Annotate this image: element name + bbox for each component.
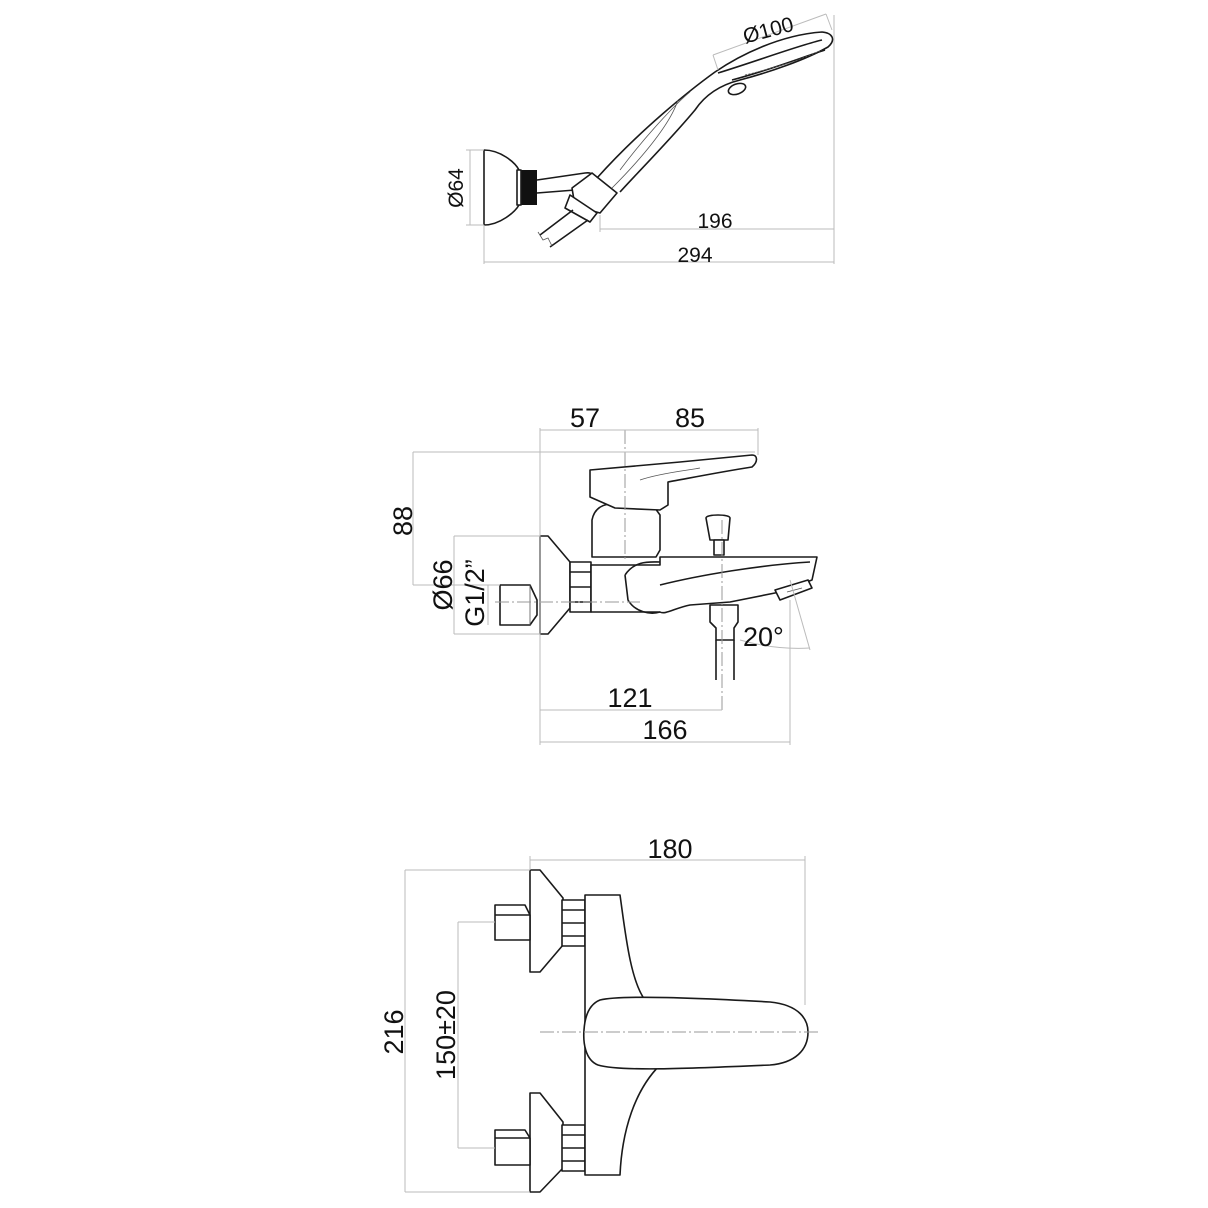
shower-hose [539,209,589,248]
diverter-knob [705,514,731,541]
thread-label: G1/2” [460,559,490,627]
hose [715,640,735,680]
handle-length-label: 196 [697,210,732,233]
flange-diameter-label: Ø64 [445,168,468,208]
inlet-centers-label: 150±20 [431,990,461,1080]
inlet-connector [499,584,538,626]
mixer-front-view: 180 216 150±20 [379,834,818,1193]
cartridge-column [591,503,661,558]
flange-diameter-label: Ø66 [428,559,458,610]
upper-hex-nut [561,899,586,947]
upper-wall-flange [529,869,564,973]
spout-angle-label: 20° [743,622,784,652]
spray-selector [727,82,747,96]
lower-hex-nut [561,1124,586,1172]
overall-width-label: 180 [647,834,692,864]
mixer-body [590,556,818,614]
lower-inlet [494,1129,531,1166]
wall-flange [539,535,571,635]
wall-bracket-flange [483,149,520,226]
hex-nut [569,561,592,613]
hand-shower-body [596,31,834,193]
offset-left-label: 57 [570,403,600,433]
outlet-distance-label: 121 [607,683,652,713]
lever-handle [589,454,758,511]
hand-shower-view: Ø64 196 294 Ø100 [445,13,835,267]
overall-length-label: 294 [677,244,712,267]
lever-handle [582,996,809,1070]
overall-height-label: 216 [379,1009,409,1054]
bracket-coupler [519,170,537,205]
mixer-side-view: 57 85 88 Ø66 G1/2” 20° 121 166 [388,403,818,745]
offset-right-label: 85 [675,403,705,433]
lower-wall-flange [529,1092,564,1193]
head-diameter-label: Ø100 [741,13,797,49]
overall-depth-label: 166 [642,715,687,745]
height-label: 88 [388,506,418,536]
hose-connector [709,604,739,641]
upper-inlet [494,904,531,941]
